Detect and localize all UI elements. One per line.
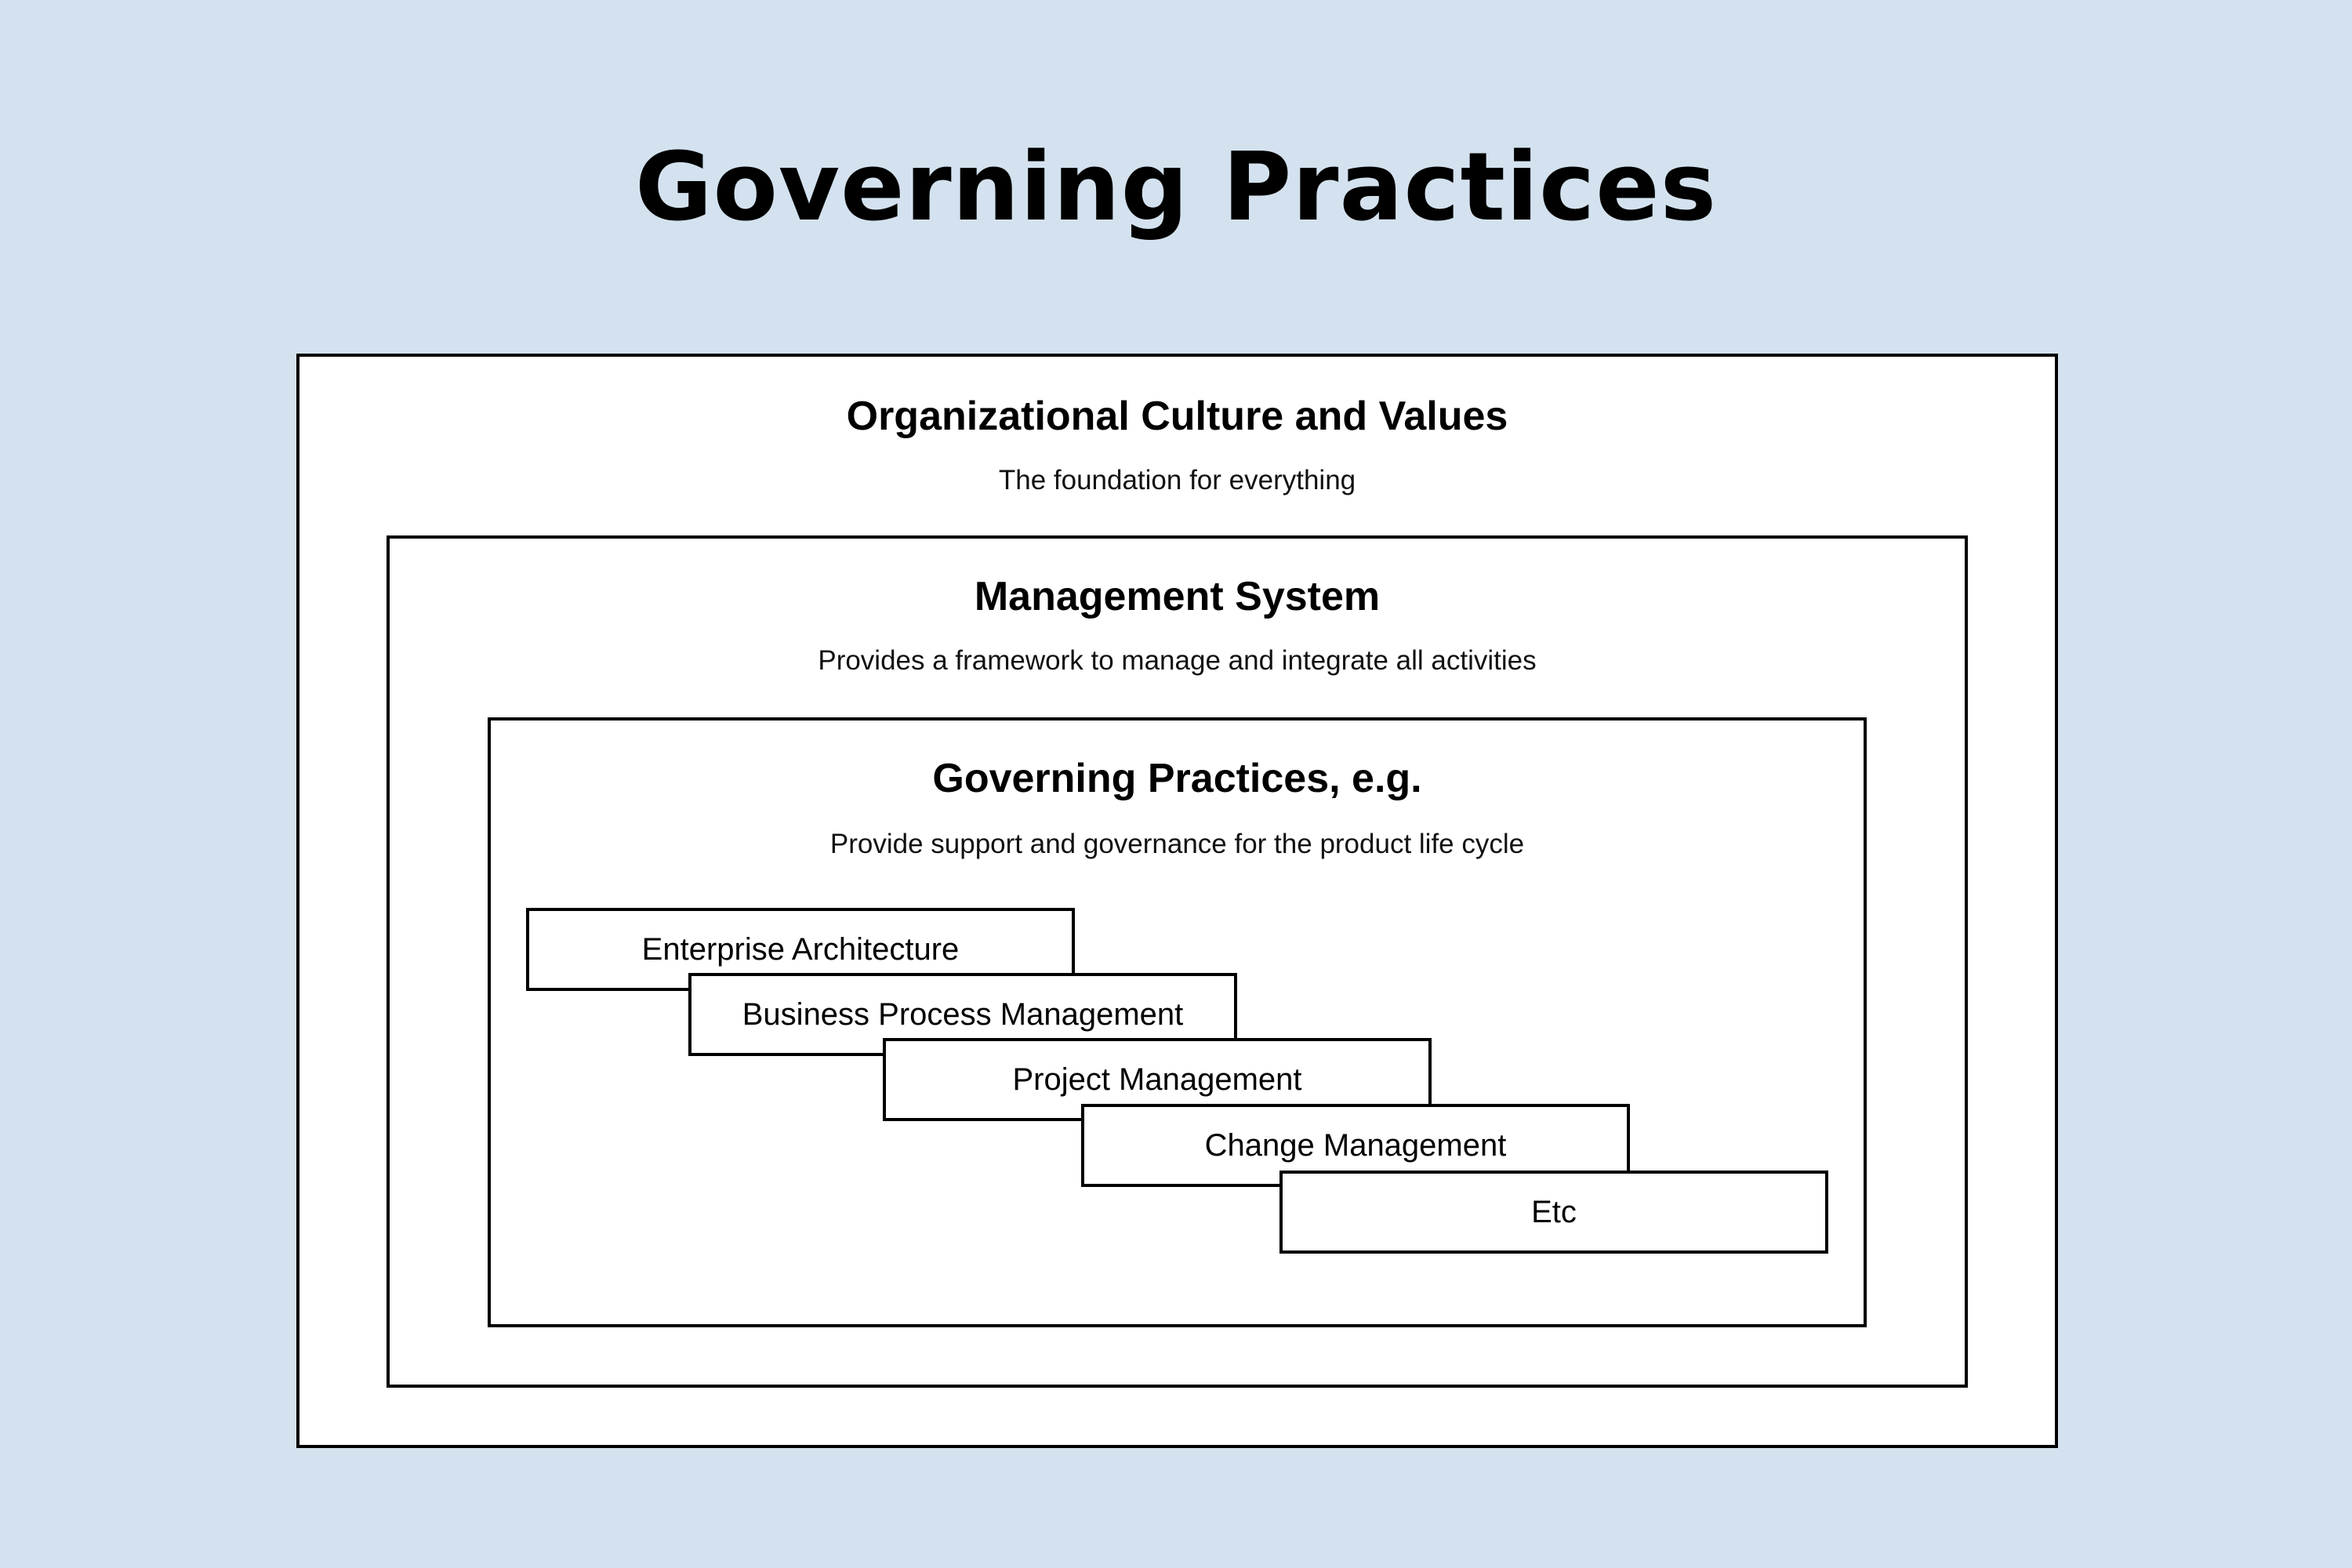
culture-layer-title: Organizational Culture and Values bbox=[846, 394, 1508, 439]
practice-etc: Etc bbox=[1279, 1171, 1828, 1254]
governing-layer-subtitle: Provide support and governance for the p… bbox=[829, 829, 1525, 859]
management-layer-subtitle: Provides a framework to manage and integ… bbox=[818, 645, 1537, 676]
governing-layer-title: Governing Practices, e.g. bbox=[932, 756, 1422, 801]
management-layer-title: Management System bbox=[974, 574, 1381, 619]
page-title: Governing Practices bbox=[634, 133, 1718, 242]
culture-layer-subtitle: The foundation for everything bbox=[998, 465, 1356, 495]
